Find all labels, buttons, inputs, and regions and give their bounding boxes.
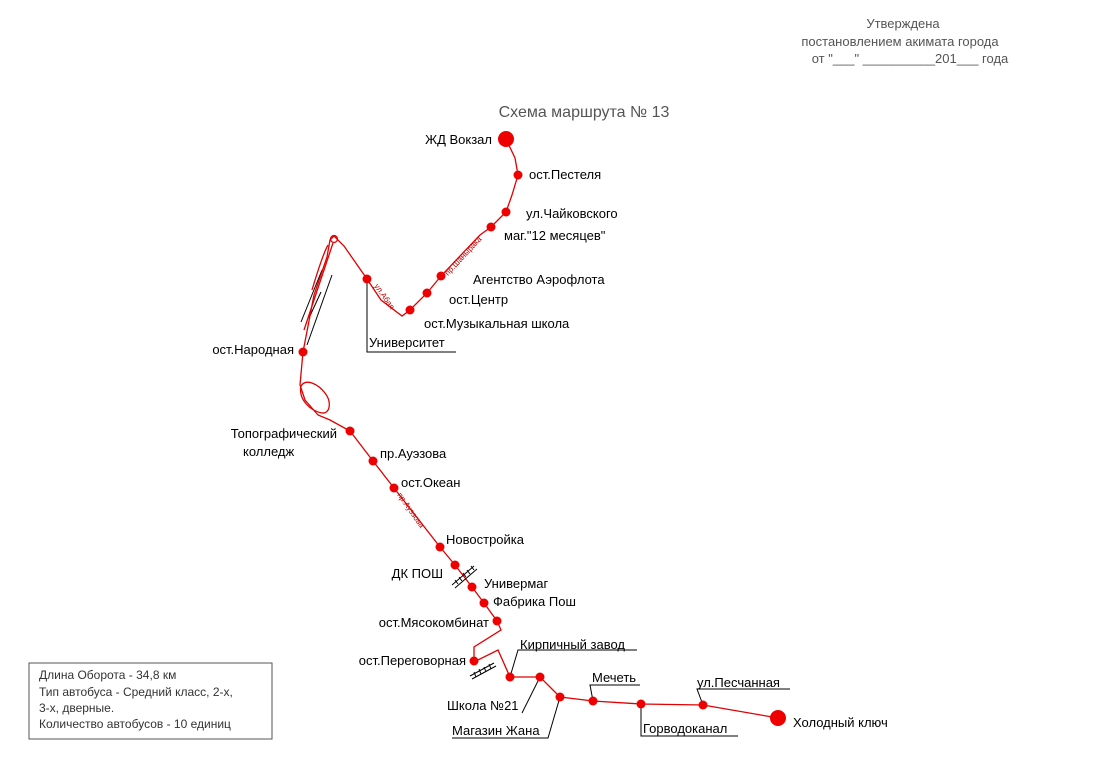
terminal-marker-vokzal (498, 131, 514, 147)
stop-marker (486, 222, 496, 232)
decree-text: постановлением акимата города (801, 34, 999, 49)
stop-label-12-mesyatsev: маг."12 месяцев" (504, 228, 606, 243)
stop-label-univermag: Универмаг (484, 576, 549, 591)
stop-label-kirpichny-zavod: Кирпичный завод (520, 637, 625, 652)
stop-label-pestelya: ост.Пестеля (529, 167, 601, 182)
stop-marker (501, 207, 511, 217)
stop-marker (469, 656, 479, 666)
stop-marker (389, 483, 399, 493)
stop-label-chaikovskogo: ул.Чайковского (526, 206, 618, 221)
street-label-abaya: ул.Абая (372, 282, 396, 311)
stop-marker (636, 699, 646, 709)
stop-marker (492, 616, 502, 626)
stop-label-fabrika-posh: Фабрика Пош (493, 594, 576, 609)
leader-lines (366, 279, 790, 739)
stop-marker (698, 700, 708, 710)
stop-label-universitet: Университет (369, 335, 445, 350)
stop-label-shkola-21: Школа №21 (447, 698, 519, 713)
stop-label-peschannaya: ул.Песчанная (697, 675, 780, 690)
stop-label-dk-posh: ДК ПОШ (392, 566, 443, 581)
stop-label-narodnaya: ост.Народная (212, 342, 294, 357)
stop-marker (405, 305, 415, 315)
stop-marker (505, 672, 515, 682)
stop-label-kolledzh: колледж (243, 444, 294, 459)
stop-label-kholodny-klyuch: Холодный ключ (793, 715, 888, 730)
stop-label-aeroflot: Агентство Аэрофлота (473, 272, 605, 287)
stop-marker (535, 672, 545, 682)
info-bus-type-1: Тип автобуса - Средний класс, 2-х, (39, 685, 233, 699)
stop-marker (422, 288, 432, 298)
railway-crossing-1 (451, 565, 478, 589)
info-bus-type-2: 3-х, дверные. (39, 701, 114, 715)
route-line (299, 138, 779, 719)
approved-text: Утверждена (866, 16, 940, 31)
stop-label-okean: ост.Океан (401, 475, 460, 490)
stop-marker (435, 542, 445, 552)
stop-marker (479, 598, 489, 608)
railway-crossing-2 (469, 662, 497, 680)
stop-label-tsentr: ост.Центр (449, 292, 508, 307)
street-label-auezova: пр.Ауэзова (395, 491, 426, 530)
stop-marker (450, 560, 460, 570)
stop-label-vokzal: ЖД Вокзал (425, 132, 492, 147)
stop-label-muzykalnaya-shkola: ост.Музыкальная школа (424, 316, 570, 331)
info-bus-count: Количество автобусов - 10 единиц (39, 717, 231, 731)
date-line: от "___" __________201___ года (812, 51, 1009, 66)
stop-label-gorvodokanal: Горводоканал (643, 721, 727, 736)
stop-label-myasokombinat: ост.Мясокомбинат (379, 615, 489, 630)
stop-marker (298, 347, 308, 357)
stop-marker (513, 170, 523, 180)
road-lines (300, 269, 333, 346)
stop-markers (298, 170, 708, 710)
stop-marker (362, 274, 372, 284)
stop-marker (368, 456, 378, 466)
stop-label-magazin-zhana: Магазин Жана (452, 723, 540, 738)
stop-label-novostroyka: Новостройка (446, 532, 525, 547)
stop-marker (588, 696, 598, 706)
info-length: Длина Оборота - 34,8 км (39, 668, 176, 682)
stop-label-peregovornaya: ост.Переговорная (359, 653, 466, 668)
stop-label-mechet: Мечеть (592, 670, 636, 685)
stop-marker (555, 692, 565, 702)
stop-marker (345, 426, 355, 436)
stop-label-pr-auezova: пр.Ауэзова (380, 446, 447, 461)
street-label-shanyrak: пр.Шанырака (443, 234, 484, 277)
terminal-marker-kholodny-klyuch (770, 710, 786, 726)
stop-label-topograficheskiy: Топографический (231, 426, 337, 441)
route-info-box: Длина Оборота - 34,8 км Тип автобуса - С… (28, 662, 273, 740)
stop-marker (436, 271, 446, 281)
stop-marker (467, 582, 477, 592)
map-title: Схема маршрута № 13 (499, 104, 670, 121)
